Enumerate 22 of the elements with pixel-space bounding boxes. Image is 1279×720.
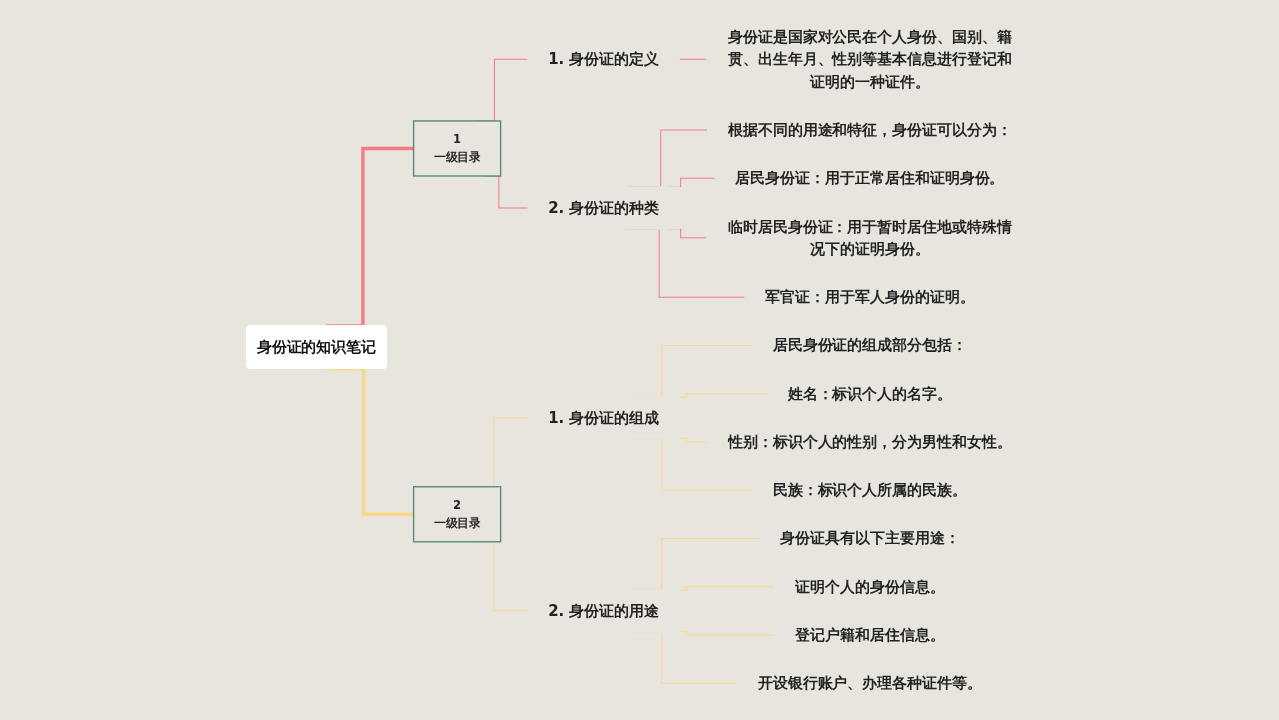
node-text: 身份证是国家对公民在个人身份、国别、籍贯、出生年月、性别等基本信息进行登记和证明的一种证件。	[727, 28, 1012, 91]
node-box: 1 一级目录	[412, 120, 502, 177]
connector	[678, 437, 708, 443]
connector	[678, 58, 708, 60]
node-text: 1. 身份证的定义	[547, 50, 659, 68]
connector	[678, 630, 775, 636]
node-text: 登记户籍和居住信息。	[794, 626, 945, 644]
node-text: 根据不同的用途和特征，身份证可以分为：	[727, 121, 1012, 139]
node-text: 军官证：用于军人身份的证明。	[765, 288, 975, 306]
connector	[327, 367, 414, 516]
node-text: 居民身份证的组成部分包括：	[772, 336, 967, 354]
node-text: 身份证具有以下主要用途：	[779, 529, 960, 547]
node-text: 性别：标识个人的性别，分为男性和女性。	[727, 433, 1012, 451]
node-text: 居民身份证：用于正常居住和证明身份。	[735, 169, 1005, 187]
connector	[678, 393, 768, 398]
node-text: 姓名：标识个人的名字。	[787, 385, 952, 403]
node-text: 证明个人的身份信息。	[794, 578, 945, 596]
node-text: 开设银行账户、办理各种证件等。	[757, 674, 982, 692]
connector	[678, 586, 775, 591]
node-text: 临时居民身份证：用于暂时居住地或特殊情况下的证明身份。	[727, 217, 1012, 258]
node-text: 民族：标识个人所属的民族。	[772, 481, 967, 499]
node-box: 2 一级目录	[412, 486, 502, 543]
